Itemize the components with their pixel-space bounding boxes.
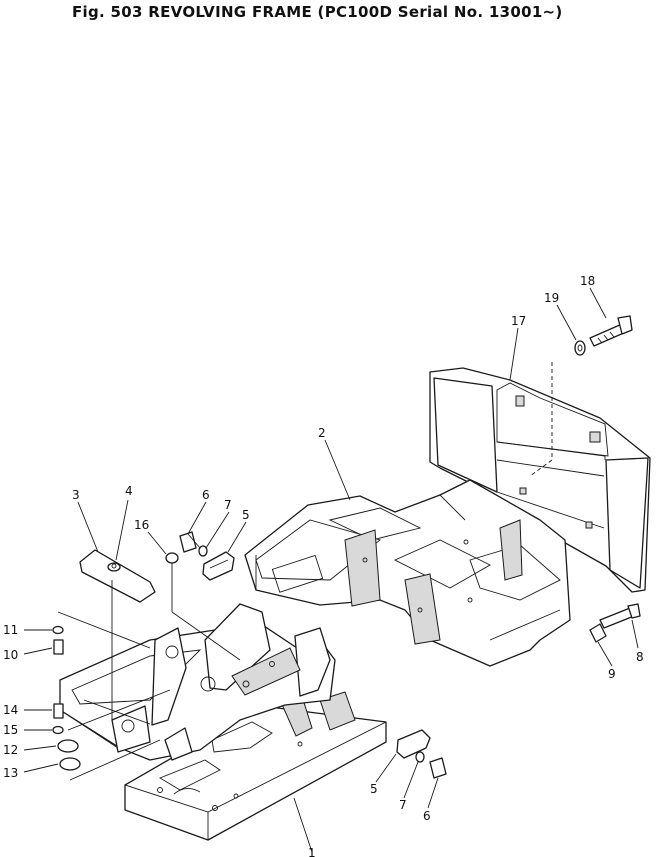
callout-6-upper: 6: [202, 488, 210, 502]
callout-10: 10: [3, 648, 18, 662]
part-17-rear-cover: [429, 362, 651, 593]
figure-header: Fig. 503 REVOLVING FRAME (PC100D Serial …: [0, 0, 656, 26]
part-8-bolt: [599, 603, 641, 629]
part-12-shim: [57, 739, 79, 753]
part-7-washer-upper: [198, 545, 208, 557]
part-5-cover-upper: [202, 551, 235, 581]
callout-18: 18: [580, 274, 595, 288]
part-6-bolt-lower: [429, 757, 447, 779]
part-3-cover-plate: [79, 549, 156, 603]
part-4-bolt: [107, 562, 121, 572]
part-10-bolt: [53, 639, 64, 655]
callout-7-upper: 7: [224, 498, 232, 512]
part-7-washer-lower: [415, 751, 425, 763]
callout-14: 14: [3, 703, 18, 717]
part-9-collar: [589, 623, 607, 643]
center-frame-towers: [59, 603, 336, 761]
part-2-rear-frame: [244, 479, 571, 667]
part-18-bolt: [589, 315, 633, 347]
callout-7-lower: 7: [399, 798, 407, 812]
callout-labels: 1 2 3 4 5 5 6 6 7 7 8 9 10 11 12 13 14 1…: [3, 274, 644, 857]
callout-5-upper: 5: [242, 508, 250, 522]
callout-16: 16: [134, 518, 149, 532]
part-6-bolt-upper: [179, 531, 201, 553]
callout-8: 8: [636, 650, 644, 664]
callout-3: 3: [72, 488, 80, 502]
callout-15: 15: [3, 723, 18, 737]
callout-9: 9: [608, 667, 616, 681]
callout-17: 17: [511, 314, 526, 328]
callout-12: 12: [3, 743, 18, 757]
callout-2: 2: [318, 426, 326, 440]
part-14-bolt: [53, 703, 64, 719]
part-15-washer: [52, 725, 64, 735]
callout-leaders: [23, 287, 639, 853]
part-11-washer: [52, 625, 64, 635]
part-16-plug: [165, 552, 241, 661]
callout-1: 1: [308, 846, 316, 857]
callout-11: 11: [3, 623, 18, 637]
part-13-shim: [59, 757, 81, 771]
assembly-reference-lines: [57, 580, 171, 781]
callout-4: 4: [125, 484, 133, 498]
callout-19: 19: [544, 291, 559, 305]
callout-13: 13: [3, 766, 18, 780]
callout-5-lower: 5: [370, 782, 378, 796]
part-19-washer: [574, 340, 586, 356]
callout-6-lower: 6: [423, 809, 431, 823]
part-5-cover-lower: [396, 729, 431, 759]
figure-title: Fig. 503 REVOLVING FRAME (PC100D Serial …: [72, 3, 563, 21]
